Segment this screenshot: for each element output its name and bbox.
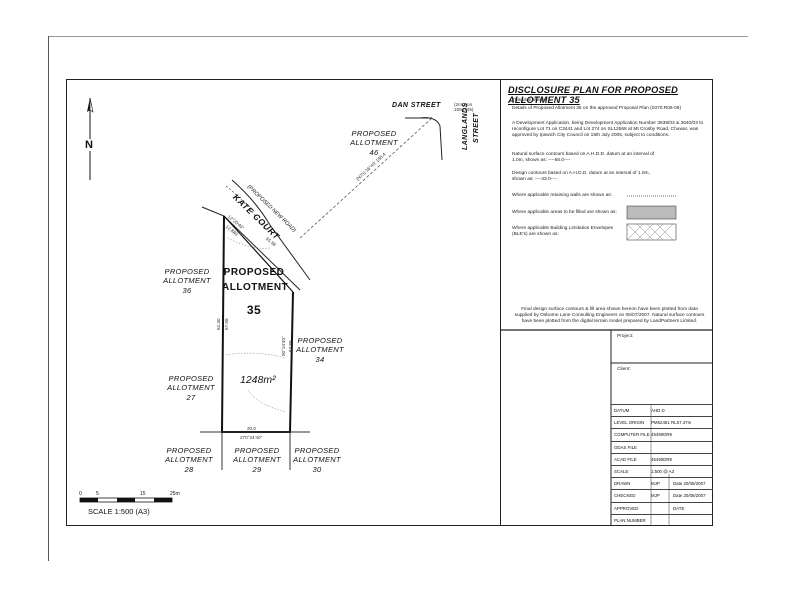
notes-footnote: Final design surface contours & fill are… [514,307,705,325]
contour-line [247,389,287,413]
title-block-row: ACAD FILE 45490DR9 [611,452,713,465]
project-label: Project: [617,334,634,339]
title-block-row: LEVEL ORIGIN PM62451 RL57.47m [611,416,713,428]
title-block-extra: Date 20/08/2007 [673,493,706,499]
title-block-row: DATUM AHD D [611,404,713,416]
legend-ble: Where applicable Building Limitation Env… [512,226,614,238]
title-block-value: MJP [651,481,660,487]
contour-line [225,352,287,359]
title-block-label: ACAD FILE [614,456,637,462]
title-block-value: 45490DR9 [651,432,672,438]
page-margin-rule [48,36,49,561]
scale-tick-0: 0 [79,491,82,497]
north-label: N [84,139,94,151]
title-block-row: CHECKED MJP Date 20/08/2007 [611,489,713,501]
langlands-label-2: STREET [473,112,480,143]
scale-tick-15: 15 [140,491,146,497]
notes-panel [500,79,713,526]
client-label: Client: [617,367,631,372]
title-block-label: DRAWN [614,481,631,487]
notes-p1: Details of Proposed Allotment 35 on the … [512,106,682,111]
title-block-label: SCALE [614,469,629,474]
title-block-value: MJP [651,493,660,499]
bearing-label: 90°24'40" [281,336,286,356]
title-block-row: PLAN NUMBER [611,513,713,526]
scale-tick-25: 25m [170,491,180,497]
notes-p3: Natural surface contours based on A.H.D.… [512,152,655,164]
legend-fill-areas: Where applicable areas to be filled are … [512,210,617,215]
notes-p4: Design contours based on A.H.D.D. datum … [512,171,650,183]
title-block-value: PM62451 RL57.47m [651,420,692,426]
title-block-value: 1:500 @ A3 [651,469,675,474]
scale-bar [79,497,173,503]
corner-note: (2m 3 on 1594745) [454,102,474,112]
scale-tick-5: 5 [96,491,99,497]
title-block-label: DATUM [614,408,630,413]
title-block-label: ODAS FILE [614,444,637,450]
lot-35-area: 1248m² [240,374,276,386]
title-block-label: APPROVED [614,505,639,511]
page-title: DISCLOSURE PLAN FOR PROPOSED ALLOTMENT 3… [508,85,678,105]
title-block-value: AHD D [651,408,665,413]
kate-court-centre [225,185,266,231]
notes-intro: This plan shows: [512,98,548,103]
title-block-extra: DATE [673,505,685,511]
title-block-label: CHECKED [614,493,636,499]
title-block-label: LEVEL ORIGIN [614,420,645,426]
page-top-rule [48,36,748,37]
dan-street-label: DAN STREET [392,102,441,109]
title-block-row: APPROVED DATE [611,501,713,514]
title-block-label: COMPUTER FILE [614,432,650,438]
fill-area-symbol [626,205,677,220]
drawing-sheet-border [66,79,713,526]
title-block-label: PLAN NUMBER [614,517,646,523]
street-corner [419,117,443,161]
distance-label: 20.0 [247,426,256,431]
legend-retaining-walls: Where applicable retaining walls are sho… [512,193,612,198]
distance-label: 67.88 [224,318,229,331]
title-block-row: SCALE 1:500 @ A3 [611,465,713,477]
scale-label: SCALE 1:500 (A3) [88,507,150,516]
notes-p2: A Development Application, being Develop… [512,121,704,139]
kate-court-edge-2 [231,179,311,281]
bearing-label: 62.30 [216,318,221,331]
bearing-label: 270°24'40" [240,435,263,440]
title-block-row: DRAWN MJP Date 20/08/2007 [611,477,713,489]
title-block-value: 45490DR9 [651,456,672,462]
title-block-extra: Date 20/08/2007 [673,481,706,487]
contour-line [227,237,271,249]
title-block-row: ODAS FILE [611,440,713,453]
